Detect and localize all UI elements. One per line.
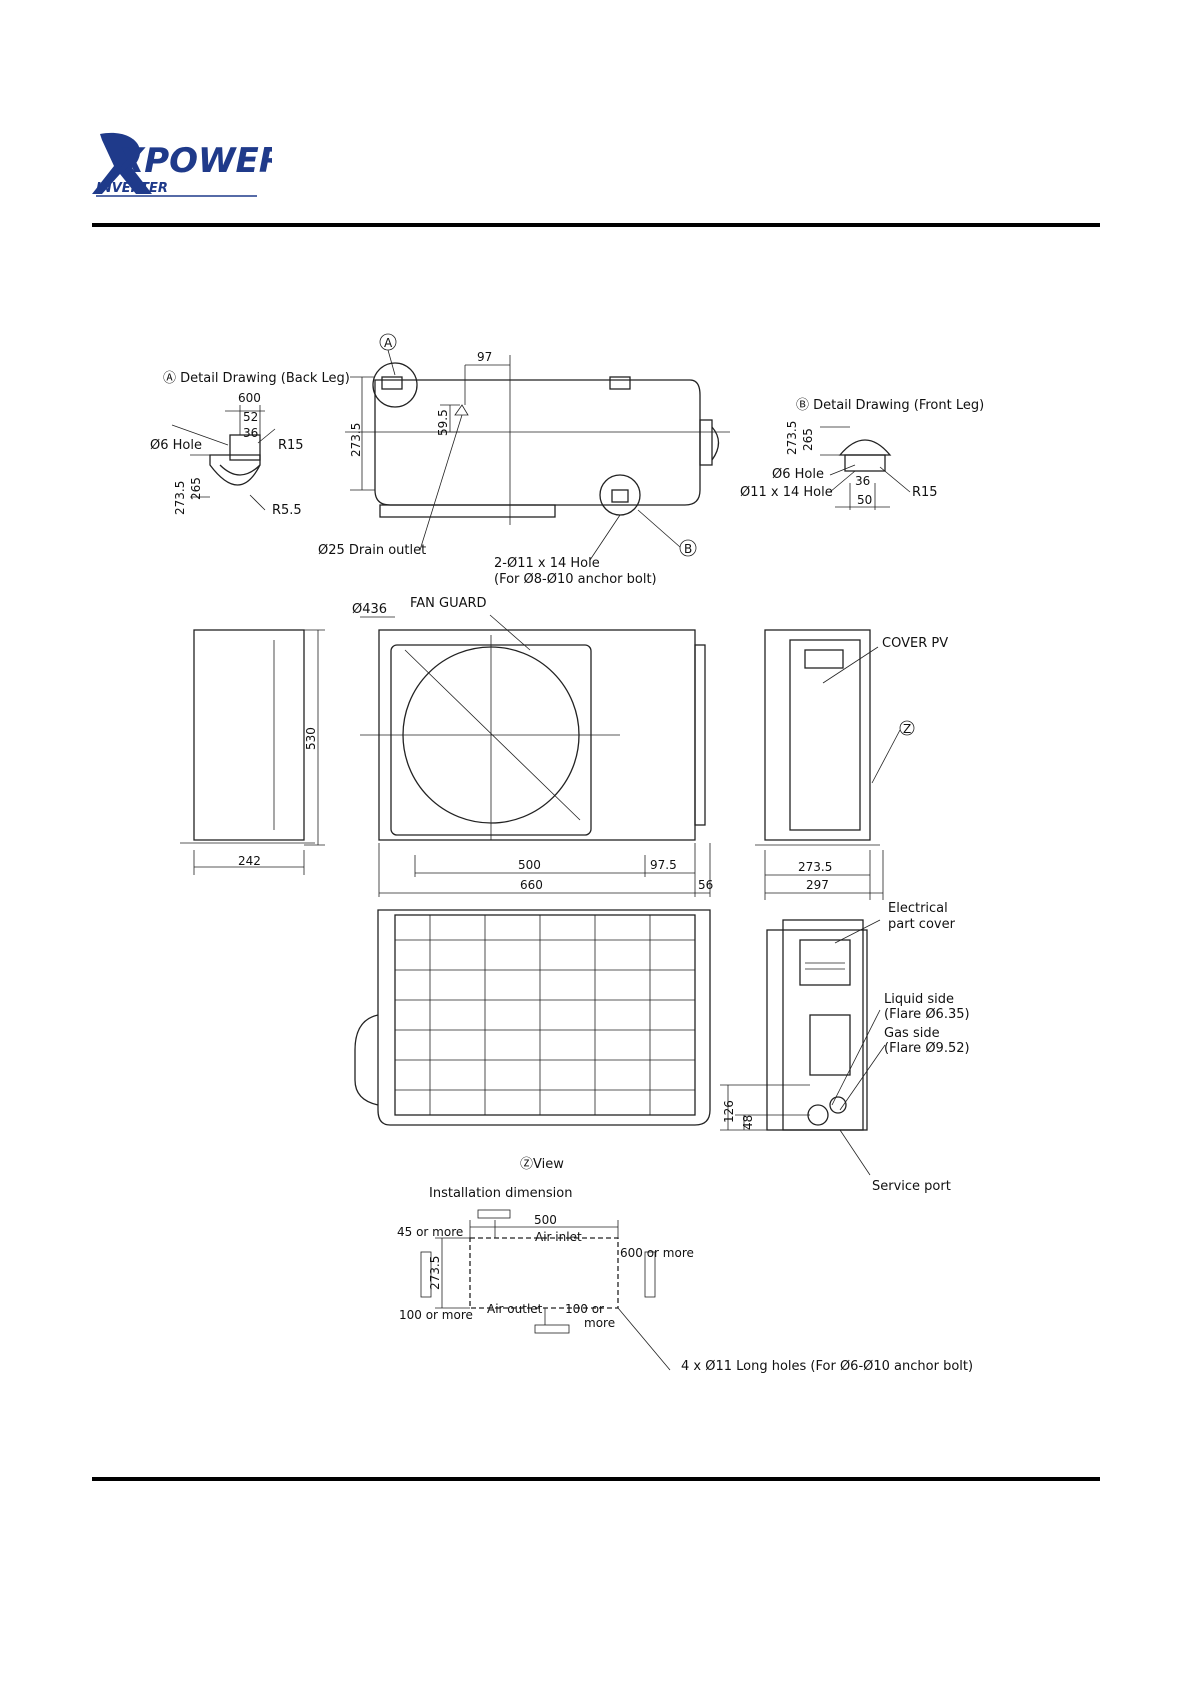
detail-a-r15: R15 bbox=[278, 438, 304, 453]
front-660: 660 bbox=[520, 878, 543, 892]
liquid-side-line1: Liquid side bbox=[884, 992, 954, 1007]
detail-a-r55: R5.5 bbox=[272, 503, 302, 518]
long-holes-label: 4 x Ø11 Long holes (For Ø6-Ø10 anchor bo… bbox=[681, 1359, 973, 1374]
hole-note-line1: 2-Ø11 x 14 Hole bbox=[494, 556, 600, 571]
left-side-view bbox=[180, 629, 325, 875]
inst-100-or-more-right-line2: more bbox=[584, 1316, 615, 1330]
detail-a-drawing bbox=[171, 405, 276, 511]
right-297: 297 bbox=[806, 878, 829, 892]
fan-guard-label: FAN GUARD bbox=[410, 596, 487, 611]
detail-b-hole6: Ø6 Hole bbox=[772, 467, 824, 482]
detail-a-52: 52 bbox=[243, 410, 258, 424]
detail-b-50: 50 bbox=[857, 493, 872, 507]
gas-side-line1: Gas side bbox=[884, 1026, 940, 1041]
logo-swoosh bbox=[92, 132, 152, 194]
electrical-cover-line1: Electrical bbox=[888, 901, 948, 916]
top-view-595: 59.5 bbox=[436, 409, 450, 436]
top-view-2735: 273.5 bbox=[349, 423, 363, 457]
liquid-side-line2: (Flare Ø6.35) bbox=[884, 1007, 970, 1022]
detail-a-36: 36 bbox=[243, 426, 258, 440]
rear-view bbox=[354, 909, 711, 1126]
inst-2735: 273.5 bbox=[428, 1256, 442, 1290]
inst-500: 500 bbox=[534, 1213, 557, 1227]
footer-rule bbox=[92, 1477, 1100, 1481]
detail-a-600: 600 bbox=[238, 391, 261, 405]
marker-z-label: Z bbox=[903, 722, 911, 736]
dim-126: 126 bbox=[722, 1100, 736, 1123]
z-view-label: ⓏView bbox=[520, 1157, 564, 1172]
detail-a-title: Ⓐ Detail Drawing (Back Leg) bbox=[163, 371, 350, 386]
marker-a-label: A bbox=[384, 336, 393, 350]
inst-100-or-more-right-line1: 100 or bbox=[565, 1302, 604, 1316]
detail-b-hole11: Ø11 x 14 Hole bbox=[740, 485, 833, 500]
detail-b-36: 36 bbox=[855, 474, 870, 488]
inst-600-or-more: 600 or more bbox=[620, 1246, 694, 1260]
dim-48: 48 bbox=[741, 1115, 755, 1130]
electrical-cover-line2: part cover bbox=[888, 917, 956, 932]
right-side-view bbox=[755, 629, 901, 900]
inst-100-or-more-left: 100 or more bbox=[399, 1308, 473, 1322]
front-975: 97.5 bbox=[650, 858, 677, 872]
side-530: 530 bbox=[304, 727, 318, 750]
front-view bbox=[360, 614, 711, 897]
air-inlet-label: Air inlet bbox=[535, 1230, 582, 1244]
detail-a-265: 265 bbox=[189, 477, 203, 500]
detail-b-2735: 273.5 bbox=[785, 421, 799, 455]
right-2735: 273.5 bbox=[798, 860, 832, 874]
header-rule bbox=[92, 223, 1100, 227]
air-outlet-label: Air outlet bbox=[487, 1302, 543, 1316]
top-view-97: 97 bbox=[477, 350, 492, 364]
installation-title: Installation dimension bbox=[429, 1186, 572, 1201]
cover-pv-label: COVER PV bbox=[882, 636, 948, 651]
detail-b-drawing bbox=[820, 426, 911, 510]
logo-sub: INVERTER bbox=[96, 181, 168, 196]
marker-z bbox=[899, 720, 915, 736]
installation-plan bbox=[420, 1209, 671, 1371]
pipe-side-view bbox=[720, 919, 886, 1176]
back-leg-callout-a bbox=[372, 362, 418, 408]
logo-brand: XPOWER bbox=[116, 141, 272, 181]
detail-a-hole: Ø6 Hole bbox=[150, 438, 202, 453]
marker-b-label: B bbox=[684, 542, 692, 556]
top-view bbox=[345, 355, 730, 561]
front-leg-callout-b bbox=[599, 474, 641, 516]
detail-b-265: 265 bbox=[801, 428, 815, 451]
front-500: 500 bbox=[518, 858, 541, 872]
detail-b-r15: R15 bbox=[912, 485, 938, 500]
marker-b bbox=[679, 539, 697, 557]
service-port-label: Service port bbox=[872, 1179, 951, 1194]
drain-outlet-label: Ø25 Drain outlet bbox=[318, 543, 426, 558]
inst-45-or-more: 45 or more bbox=[397, 1225, 463, 1239]
detail-b-title: Ⓑ Detail Drawing (Front Leg) bbox=[796, 398, 984, 413]
outdoor-unit-dimension-drawing: Ⓐ Detail Drawing (Back Leg) 600 52 36 Ø6… bbox=[150, 333, 984, 1374]
fan-diameter-436: Ø436 bbox=[352, 602, 387, 617]
detail-a-2735: 273.5 bbox=[173, 481, 187, 515]
front-56: 56 bbox=[698, 878, 713, 892]
hole-note-line2: (For Ø8-Ø10 anchor bolt) bbox=[494, 572, 657, 587]
side-242: 242 bbox=[238, 854, 261, 868]
xpower-logo: XPOWER INVERTER bbox=[92, 132, 272, 197]
gas-side-line2: (Flare Ø9.52) bbox=[884, 1041, 970, 1056]
